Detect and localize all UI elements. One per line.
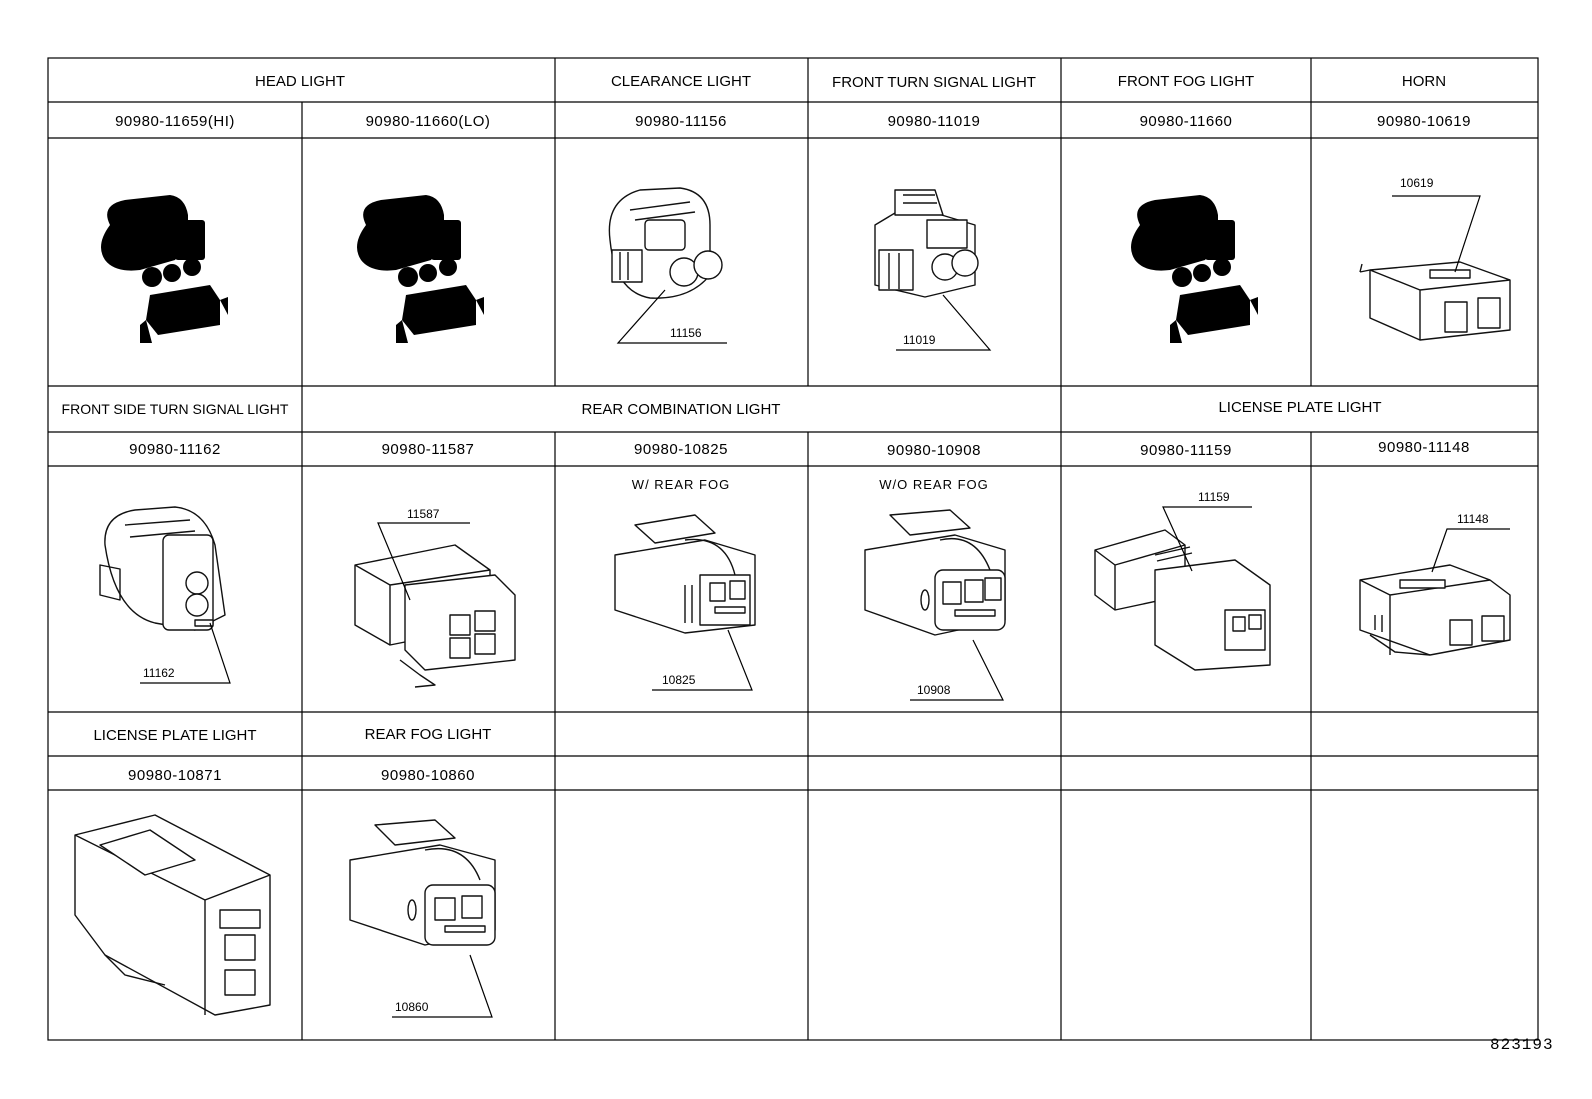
part-number: 90980-11148 (1378, 439, 1470, 456)
callout-label: 10619 (1400, 176, 1434, 190)
callout-label: 10860 (395, 1000, 429, 1014)
connector-drawing-90980-11659 (101, 195, 228, 343)
callout-label: 10825 (662, 673, 696, 687)
callout-11587: 11587 (377, 507, 470, 601)
callout-11156: 11156 (616, 289, 727, 344)
connector-drawing-90980-10871 (74, 814, 271, 1016)
connector-drawing-90980-11148 (1359, 564, 1511, 656)
diagram-id: 823193 (1490, 1036, 1554, 1054)
connector-drawing-90980-11660 (1131, 195, 1258, 343)
connector-drawing-90980-11162 (99, 506, 226, 631)
callout-label: 11162 (143, 666, 175, 680)
part-number: 90980-11660(LO) (366, 113, 491, 130)
callout-label: 10908 (917, 683, 951, 697)
part-number: 90980-10825 (634, 441, 728, 458)
group-header-license-plate-light: LICENSE PLATE LIGHT (1218, 399, 1381, 416)
callout-11162: 11162 (140, 622, 231, 684)
callout-10860: 10860 (392, 954, 493, 1018)
connector-drawing-90980-11587 (354, 544, 516, 688)
part-number: 90980-11587 (382, 441, 475, 458)
connector-drawing-90980-10908 (864, 509, 1006, 636)
part-number: 90980-10871 (128, 767, 222, 784)
part-number: 90980-11159 (1140, 442, 1232, 459)
callout-label: 11156 (670, 326, 702, 340)
callout-11148: 11148 (1431, 512, 1510, 573)
group-header-clearance-light: CLEARANCE LIGHT (611, 73, 751, 90)
group-header-front-side-turn-signal-light: FRONT SIDE TURN SIGNAL LIGHT (62, 401, 289, 417)
part-number: 90980-11156 (635, 113, 727, 130)
connector-drawing-90980-11156 (608, 187, 723, 299)
callout-10619: 10619 (1392, 176, 1481, 273)
part-number: 90980-11162 (129, 441, 221, 458)
part-number: 90980-11660 (1140, 113, 1233, 130)
group-header-rear-combination-light: REAR COMBINATION LIGHT (582, 401, 781, 418)
variant-note: W/O REAR FOG (879, 477, 989, 492)
group-header-horn: HORN (1402, 73, 1446, 90)
part-number: 90980-10619 (1377, 113, 1471, 130)
callout-label: 11587 (407, 507, 440, 521)
connector-drawing-90980-11660-lo (357, 195, 484, 343)
connector-drawing-90980-10860 (349, 819, 496, 946)
group-header-rear-fog-light: REAR FOG LIGHT (365, 726, 492, 743)
part-number: 90980-10860 (381, 767, 475, 784)
connector-drawing-90980-10619 (1359, 261, 1511, 341)
group-header-license-plate-light: LICENSE PLATE LIGHT (93, 727, 256, 744)
connector-drawing-90980-10825 (614, 514, 756, 634)
table-grid (47, 57, 1539, 1041)
group-header-front-turn-signal-light: FRONT TURN SIGNAL LIGHT (832, 74, 1036, 91)
part-number: 90980-11019 (888, 113, 981, 130)
callout-10825: 10825 (652, 629, 753, 691)
part-number: 90980-11659(HI) (115, 113, 235, 130)
callout-11159: 11159 (1162, 490, 1252, 572)
callout-11019: 11019 (896, 294, 992, 351)
group-header-front-fog-light: FRONT FOG LIGHT (1118, 73, 1254, 90)
variant-note: W/ REAR FOG (632, 477, 730, 492)
callout-10908: 10908 (910, 639, 1004, 701)
connector-drawing-90980-11159 (1094, 529, 1271, 671)
callout-label: 11148 (1457, 512, 1489, 526)
connector-drawing-90980-11019 (874, 189, 979, 298)
callout-label: 11019 (903, 333, 936, 347)
callout-label: 11159 (1198, 490, 1230, 504)
part-number: 90980-10908 (887, 442, 981, 459)
group-header-head-light: HEAD LIGHT (255, 73, 345, 90)
